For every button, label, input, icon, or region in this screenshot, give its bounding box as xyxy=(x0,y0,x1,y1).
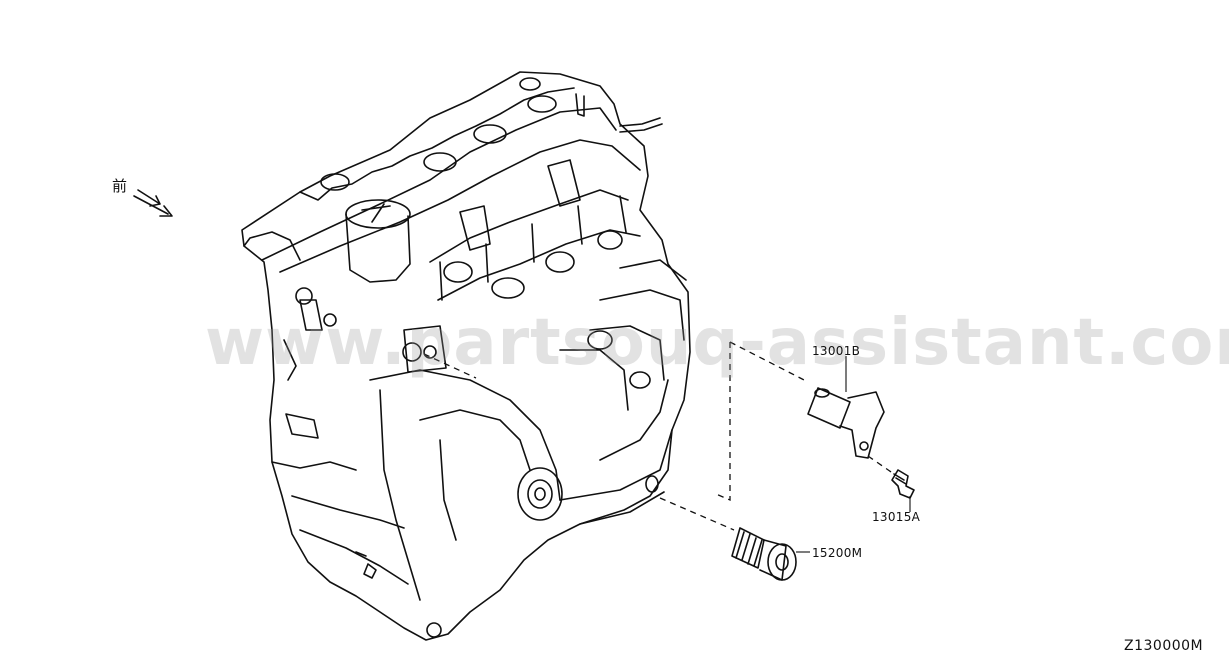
part-label-13015A[interactable]: 13015A xyxy=(872,510,921,524)
dipstick-dashed-leader-2 xyxy=(729,341,809,383)
part-13015A-illustration xyxy=(891,469,915,499)
front-direction-arrow-icon xyxy=(133,189,173,217)
bolt-dashed-leader xyxy=(867,455,895,475)
diagram-code: Z130000M xyxy=(1124,638,1204,654)
filter-dashed-leader xyxy=(659,497,735,531)
sensor-dashed-leader xyxy=(423,353,477,379)
part-label-15200M[interactable]: 15200M xyxy=(812,546,863,560)
dipstick-dashed-leader xyxy=(715,342,731,501)
front-direction-label: 前 xyxy=(112,177,128,195)
part-13001B-illustration xyxy=(807,387,885,459)
engine-block-illustration xyxy=(241,71,691,641)
part-label-13001B[interactable]: 13001B xyxy=(812,344,861,358)
part-15200M-illustration xyxy=(731,527,797,581)
